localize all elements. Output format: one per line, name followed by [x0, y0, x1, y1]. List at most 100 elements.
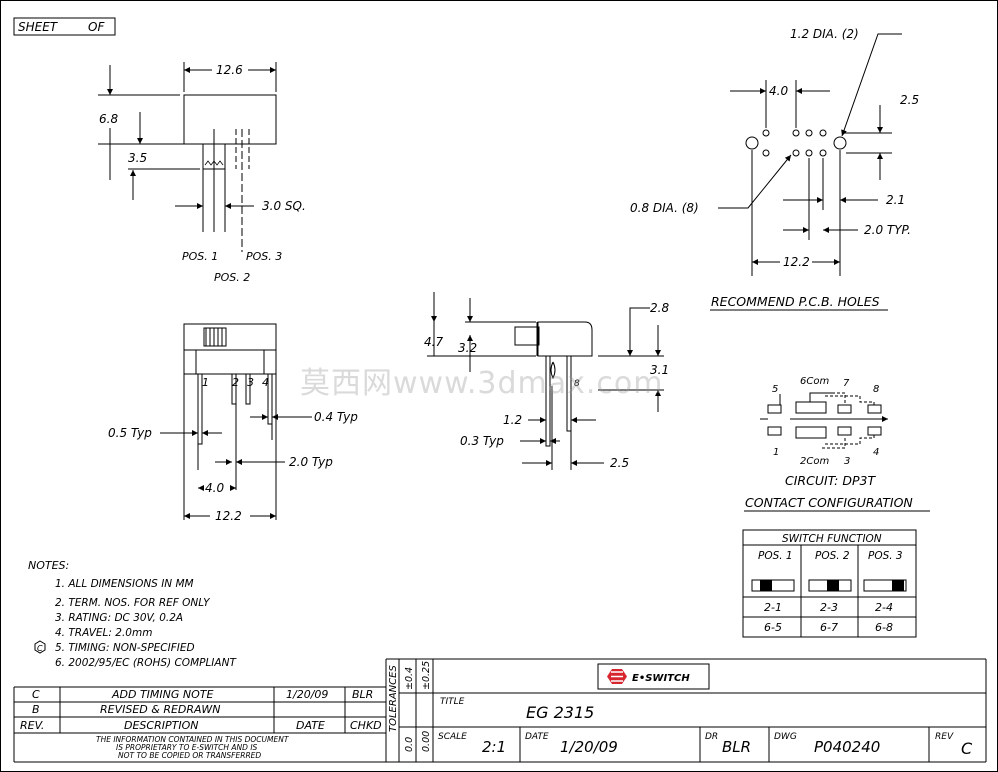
tolerance-1: ±0.4	[404, 667, 415, 690]
title-block	[386, 658, 987, 763]
dwg-label: DWG	[774, 732, 797, 742]
note-5: 5. TIMING: NON-SPECIFIED	[55, 642, 195, 654]
front-pin-1: 1	[202, 376, 209, 389]
dr-value: BLR	[722, 738, 751, 756]
brand-name: E•SWITCH	[632, 673, 690, 684]
dim-side-32: 3.2	[458, 341, 477, 355]
note-5-hex-mark	[34, 640, 46, 654]
tolerance-value-2: 0.00	[421, 731, 432, 752]
front-pin-3: 3	[247, 376, 254, 389]
switch-indicators	[760, 580, 904, 591]
pos-1-label: POS. 1	[182, 250, 218, 263]
sf-head-2: POS. 2	[815, 550, 850, 562]
dim-side-12: 1.2	[503, 413, 522, 427]
disclaimer-line-1: THE INFORMATION CONTAINED IN THIS DOCUME…	[96, 735, 290, 744]
rev-head-desc: DESCRIPTION	[124, 719, 198, 732]
dim-side-47: 4.7	[424, 335, 443, 349]
rev-head-rev: REV.	[20, 719, 44, 732]
top-view	[98, 62, 277, 252]
side-view	[427, 292, 664, 470]
circuit-diagram	[744, 392, 930, 512]
big-hole-label: 1.2 DIA. (2)	[790, 27, 859, 41]
pcb-pitch-top: 4.0	[769, 84, 788, 98]
tolerance-2: ±0.25	[421, 661, 432, 690]
rev-c-date: 1/20/09	[286, 688, 328, 701]
dim-top-height: 6.8	[99, 112, 118, 126]
switch-slider-pos-2	[827, 580, 839, 591]
rev-label: REV	[935, 732, 954, 742]
circuit-label-1: 1	[773, 447, 779, 458]
switch-slider-pos-3	[892, 580, 904, 591]
disclaimer-line-2: IS PROPRIETARY TO E-SWITCH AND IS	[116, 743, 258, 752]
dwg-value: P040240	[814, 738, 880, 756]
disclaimer-line-3: NOT TO BE COPIED OR TRANSFERRED	[118, 751, 261, 760]
rev-head-date: DATE	[296, 719, 325, 732]
note-6: 6. 2002/95/EC (ROHS) COMPLIANT	[55, 657, 237, 669]
dim-front-overall: 12.2	[215, 509, 242, 523]
sf-head-3: POS. 3	[868, 550, 903, 562]
tolerances-label: TOLERANCES	[388, 665, 399, 732]
dim-side-31: 3.1	[650, 363, 669, 377]
rev-c-id: C	[32, 688, 40, 701]
dim-actuator-size: 3.0 SQ.	[262, 199, 306, 213]
date-value: 1/20/09	[560, 738, 618, 756]
note-5-mark-letter: C	[37, 644, 43, 653]
scale-value: 2:1	[482, 738, 506, 756]
dim-pin-pitch: 2.0 Typ	[289, 455, 333, 469]
mount-hole-left	[745, 136, 759, 150]
tolerance-value-1: 0.0	[404, 737, 415, 752]
title-value: EG 2315	[526, 703, 594, 722]
circuit-label-5: 5	[772, 384, 778, 395]
front-view	[160, 323, 312, 520]
side-actuator	[514, 326, 540, 346]
side-pin-label: 8	[574, 379, 580, 389]
dim-top-width: 12.6	[216, 63, 243, 77]
side-body	[537, 321, 593, 357]
sheet-box	[13, 17, 116, 36]
revision-table	[13, 659, 387, 763]
sf-title: SWITCH FUNCTION	[782, 533, 882, 545]
pcb-overall: 12.2	[783, 255, 810, 269]
dim-pin-span: 4.0	[205, 481, 224, 495]
rev-head-chkd: CHKD	[350, 719, 382, 732]
pcb-caption: RECOMMEND P.C.B. HOLES	[711, 294, 880, 309]
sf-r2c1: 6-5	[764, 621, 782, 634]
pcb-pitch: 2.0 TYP.	[864, 223, 911, 237]
circuit-label-3: 3	[844, 456, 850, 467]
pos-3-label: POS. 3	[246, 250, 282, 263]
note-2: 2. TERM. NOS. FOR REF ONLY	[55, 597, 211, 609]
circuit-name: CIRCUIT: DP3T	[785, 473, 876, 488]
pcb-layout	[710, 33, 902, 311]
sf-head-1: POS. 1	[758, 550, 793, 562]
dim-side-03: 0.3 Typ	[460, 434, 504, 448]
dim-side-25: 2.5	[610, 456, 629, 470]
mount-hole-right	[833, 136, 847, 150]
sf-r2c2: 6-7	[820, 621, 838, 634]
date-label: DATE	[525, 732, 549, 742]
of-label: OF	[88, 20, 105, 34]
pcb-d21: 2.1	[886, 193, 905, 207]
sf-r1c3: 2-4	[875, 601, 893, 614]
notes-title: NOTES:	[28, 559, 69, 572]
small-hole-label: 0.8 DIA. (8)	[630, 201, 699, 215]
switch-slider-pos-1	[760, 580, 772, 591]
circuit-label-4: 4	[873, 447, 879, 458]
note-3: 3. RATING: DC 30V, 0.2A	[55, 612, 183, 624]
circuit-label-6com: 6Com	[800, 376, 829, 387]
rev-b-desc: REVISED & REDRAWN	[100, 703, 220, 716]
sheet-label: SHEET	[18, 20, 59, 34]
sf-r2c3: 6-8	[875, 621, 893, 634]
watermark: 莫西网www.3dmax.com	[300, 366, 664, 401]
circuit-caption: CONTACT CONFIGURATION	[745, 495, 913, 510]
circuit-label-7: 7	[843, 378, 850, 389]
dim-pin-width: 0.5 Typ	[108, 426, 152, 440]
circuit-label-2com: 2Com	[800, 456, 829, 467]
rev-c-chkd: BLR	[352, 688, 373, 701]
rev-value: C	[961, 739, 973, 758]
title-label: TITLE	[440, 697, 465, 707]
dim-actuator-height: 3.5	[128, 151, 147, 165]
pos-2-label: POS. 2	[214, 271, 250, 284]
rev-c-desc: ADD TIMING NOTE	[111, 688, 214, 701]
dim-side-28: 2.8	[650, 301, 669, 315]
